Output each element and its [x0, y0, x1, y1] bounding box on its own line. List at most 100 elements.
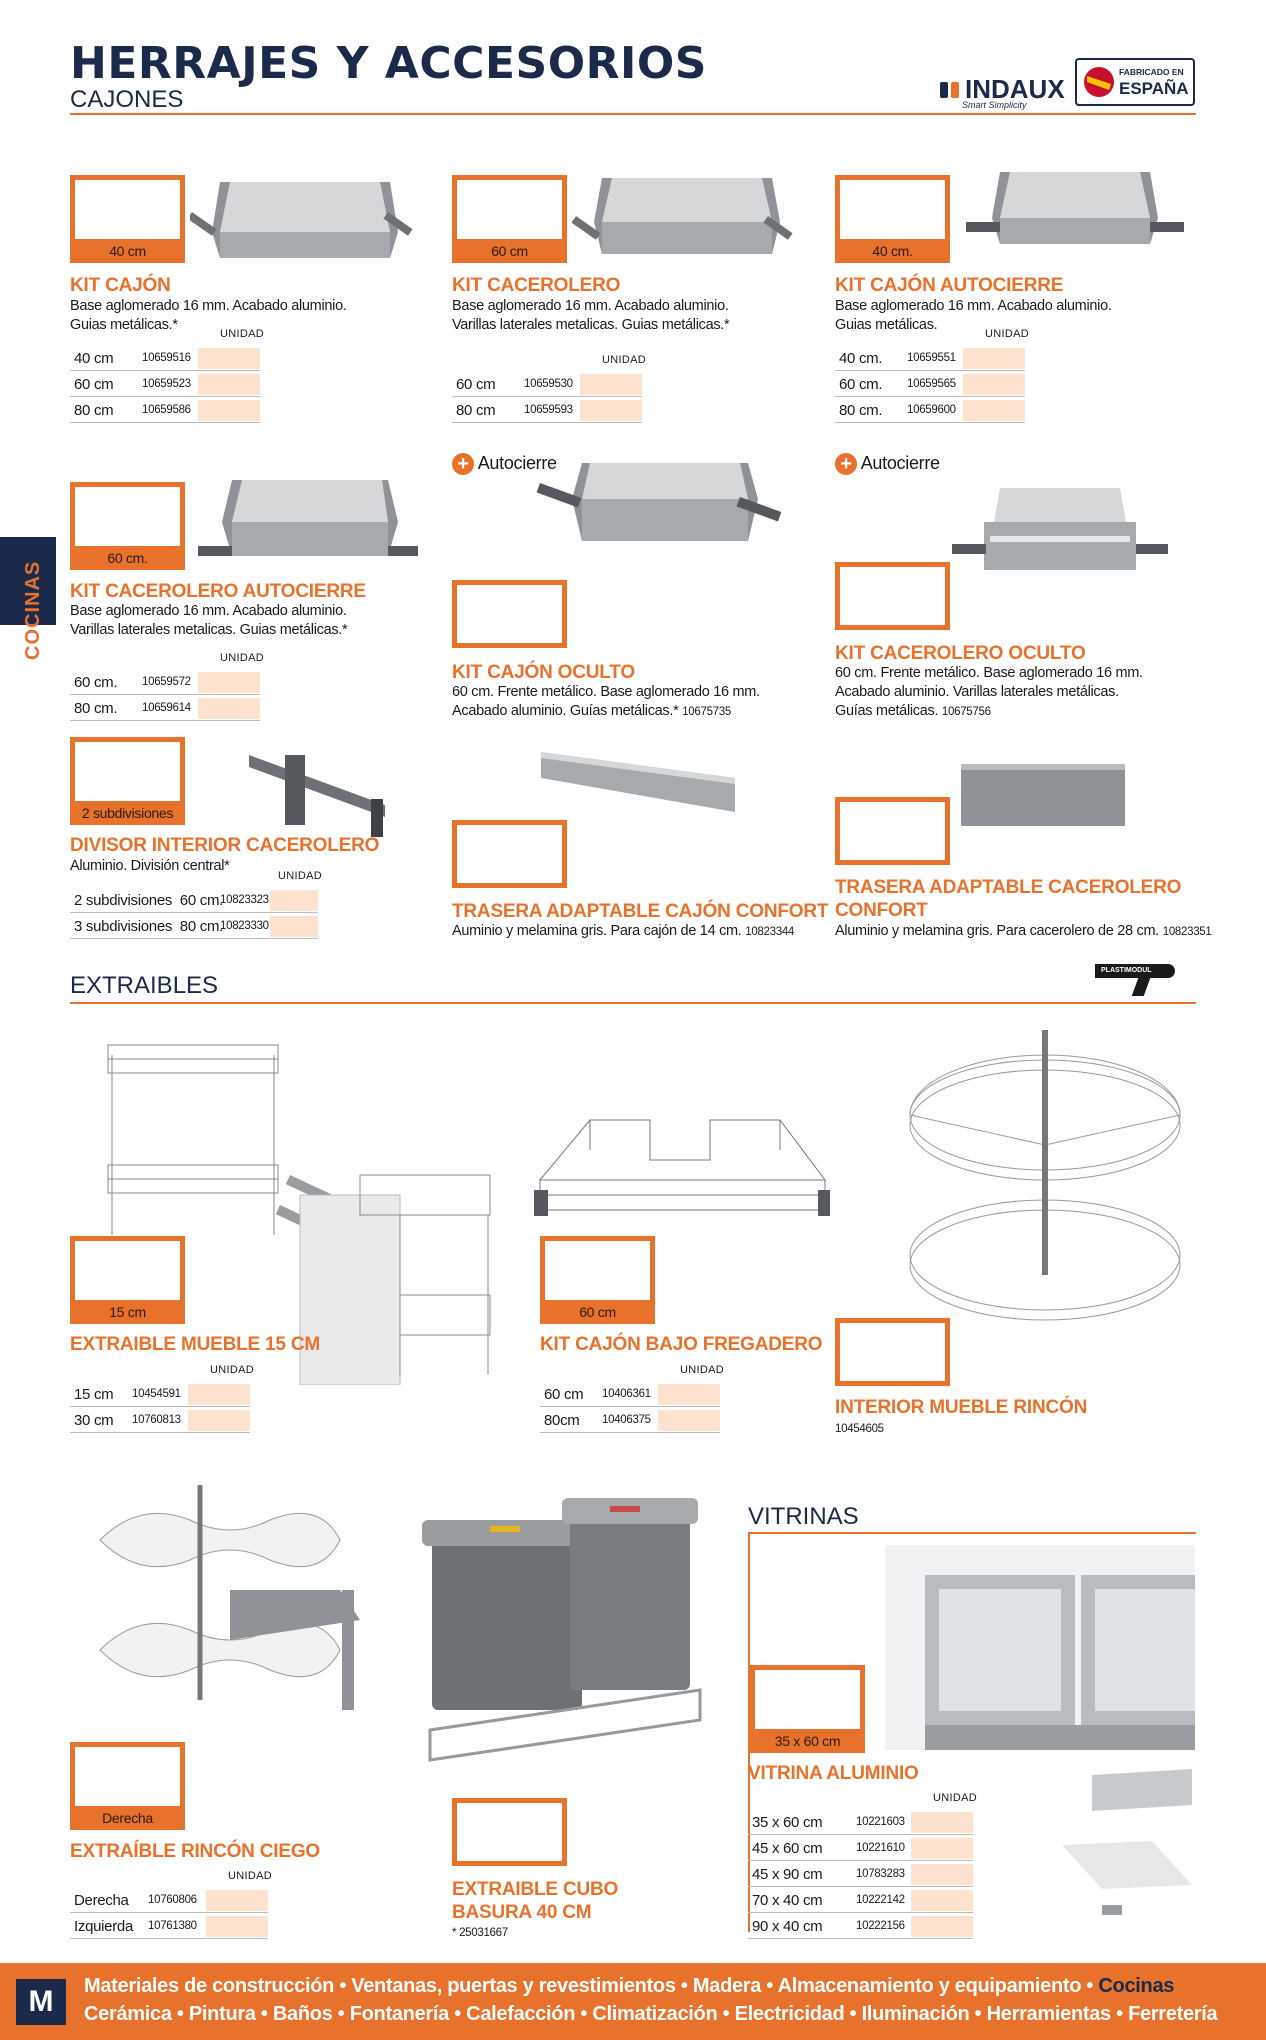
product-desc: Base aglomerado 16 mm. Acabado aluminio.… [70, 298, 347, 333]
price-label: 35 x 60 cm [750, 1729, 865, 1753]
plus-icon: + [452, 453, 474, 476]
panel-image [541, 752, 735, 812]
price-label: 15 cm [70, 1300, 185, 1324]
unit-header: UNIDAD [680, 1364, 724, 1376]
badge-top: FABRICADO EN [1119, 67, 1184, 77]
price-box: Derecha [70, 1742, 185, 1830]
spain-flag-icon [1084, 67, 1114, 97]
section-rule [748, 1532, 1196, 1534]
drawer-image [190, 182, 413, 258]
unit-header: UNIDAD [210, 1364, 254, 1376]
side-tab [0, 537, 56, 625]
vitrina-image [885, 1545, 1195, 1750]
corner-carousel-image [909, 1030, 1181, 1321]
indaux-tagline: Smart Simplicity [962, 100, 1027, 110]
drawer-image [572, 178, 793, 254]
product-title: KIT CACEROLERO AUTOCIERRE [70, 581, 366, 602]
price-label: Derecha [70, 1806, 185, 1830]
product-title: EXTRAÍBLE RINCÓN CIEGO [70, 1841, 321, 1862]
page-subtitle: CAJONES [70, 86, 184, 113]
price-label: 40 cm [70, 239, 185, 263]
table-row: 3 subdivisiones 80 cm.10823330 [70, 914, 318, 939]
product-title: TRASERA ADAPTABLE CAJÓN CONFORT [452, 901, 829, 922]
drawer-image [966, 172, 1184, 244]
drawer-image [198, 480, 418, 556]
unit-header: UNIDAD [278, 870, 322, 882]
price-box: 35 x 60 cm [750, 1665, 865, 1753]
badge-bottom: ESPAÑA [1119, 79, 1189, 98]
product-desc: Base aglomerado 16 mm. Acabado aluminio.… [452, 298, 730, 333]
price-label: 2 subdivisiones [70, 801, 185, 825]
table-row: 60 cm.10659572 [70, 670, 260, 695]
unit-header: UNIDAD [933, 1792, 977, 1804]
section-vrule [748, 1532, 750, 1932]
blind-corner-image [99, 1485, 360, 1710]
waste-bin-image [422, 1498, 702, 1762]
footer-line-2: Cerámica • Pintura • Baños • Fontanería … [84, 2003, 1218, 2025]
footer-line-1: Materiales de construcción • Ventanas, p… [84, 1975, 1175, 1997]
product-title: KIT CACEROLERO [452, 275, 621, 296]
product-title: KIT CAJÓN [70, 275, 171, 296]
price-label: 60 cm. [70, 546, 185, 570]
price-box: 40 cm [70, 175, 185, 263]
product-code: 10454605 [835, 1423, 884, 1435]
product-title: KIT CAJÓN OCULTO [452, 662, 635, 683]
profile-image [1062, 1769, 1192, 1915]
product-title: EXTRAIBLE MUEBLE 15 CM [70, 1334, 321, 1355]
product-desc: 60 cm. Frente metálico. Base aglomerado … [835, 665, 1143, 719]
indaux-logo: INDAUX [940, 74, 1065, 105]
price-box [835, 562, 950, 630]
unit-header: UNIDAD [602, 354, 646, 366]
product-title: VITRINA ALUMINIO [748, 1763, 919, 1784]
price-box: 60 cm [452, 175, 567, 263]
pullout-image [107, 1044, 491, 1385]
price-label: 60 cm [540, 1300, 655, 1324]
price-label: 60 cm [452, 239, 567, 263]
table-row: 80 cm.10659600 [835, 398, 1025, 423]
plus-icon: + [835, 453, 857, 476]
table-row: 80 cm.10659614 [70, 696, 260, 721]
drawer-image [536, 463, 782, 541]
product-desc: Base aglomerado 16 mm. Acabado aluminio.… [835, 298, 1112, 333]
price-box [835, 797, 950, 865]
product-title: KIT CACEROLERO OCULTO [835, 643, 1086, 664]
product-desc: Aluminio y melamina gris. Para caceroler… [835, 923, 1212, 939]
sink-drawer-image [534, 1119, 830, 1216]
price-box [452, 1798, 567, 1866]
unit-header: UNIDAD [985, 328, 1029, 340]
product-desc: 60 cm. Frente metálico. Base aglomerado … [452, 684, 760, 719]
autocierre-tag: + Autocierre [452, 453, 557, 476]
product-title: DIVISOR INTERIOR CACEROLERO [70, 835, 380, 856]
price-box [452, 580, 567, 648]
price-label: 40 cm. [835, 239, 950, 263]
unit-header: UNIDAD [220, 328, 264, 340]
brand-m-icon: M [16, 1979, 66, 2025]
table-row: 2 subdivisiones 60 cm.10823323 [70, 888, 318, 913]
product-title: INTERIOR MUEBLE RINCÓN [835, 1397, 1088, 1418]
header-rule [70, 113, 1196, 115]
drawer-image [952, 488, 1168, 570]
autocierre-tag: + Autocierre [835, 453, 940, 476]
price-box [452, 820, 567, 888]
divider-image [249, 755, 385, 837]
indaux-icon [940, 81, 959, 98]
section-rule [70, 1002, 1196, 1004]
side-label: COCINAS [22, 560, 44, 660]
product-desc: Auminio y melamina gris. Para cajón de 1… [452, 923, 795, 939]
price-box: 40 cm. [835, 175, 950, 263]
price-box: 2 subdivisiones [70, 737, 185, 825]
section-title: VITRINAS [748, 1503, 859, 1530]
product-code: * 25031667 [452, 1927, 508, 1939]
